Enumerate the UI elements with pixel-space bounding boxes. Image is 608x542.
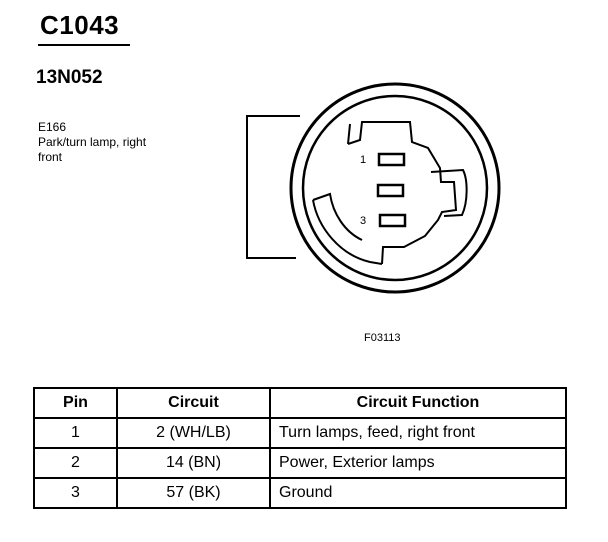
function-cell: Power, Exterior lamps xyxy=(269,447,567,479)
connector-shroud xyxy=(347,121,458,265)
connector-inner-ring xyxy=(301,94,489,282)
figure-reference: F03113 xyxy=(364,332,401,344)
connector-key-outer xyxy=(430,168,468,217)
pin-cell: 2 xyxy=(33,447,118,479)
function-cell: Turn lamps, feed, right front xyxy=(269,417,567,449)
terminal-cavity-1 xyxy=(377,152,406,167)
pin-cell: 3 xyxy=(33,477,118,509)
pin-label-1: 1 xyxy=(360,154,366,166)
circuit-cell: 14 (BN) xyxy=(116,447,271,479)
pin-label-3: 3 xyxy=(360,215,366,227)
pin-table: Pin Circuit Circuit Function 1 2 (WH/LB)… xyxy=(33,387,567,509)
connector-shroud-left-upper xyxy=(312,192,363,241)
title-underline xyxy=(38,44,130,46)
header-circuit-function: Circuit Function xyxy=(269,387,567,419)
description-line-2: Park/turn lamp, right xyxy=(38,135,147,149)
part-number: 13N052 xyxy=(36,67,103,88)
header-pin: Pin xyxy=(33,387,118,419)
component-description: E166 Park/turn lamp, right front xyxy=(38,120,146,165)
terminal-cavity-3 xyxy=(378,213,407,228)
pin-table-header-row: Pin Circuit Circuit Function xyxy=(33,387,567,419)
table-row: 3 57 (BK) Ground xyxy=(33,477,567,509)
circuit-cell: 2 (WH/LB) xyxy=(116,417,271,449)
table-row: 2 14 (BN) Power, Exterior lamps xyxy=(33,447,567,479)
connector-housing-tab xyxy=(246,115,300,259)
circuit-cell: 57 (BK) xyxy=(116,477,271,509)
description-line-1: E166 xyxy=(38,120,67,134)
connector-shroud-left xyxy=(312,199,383,265)
pin-cell: 1 xyxy=(33,417,118,449)
terminal-cavity-2 xyxy=(376,183,405,198)
table-row: 1 2 (WH/LB) Turn lamps, feed, right fron… xyxy=(33,417,567,449)
function-cell: Ground xyxy=(269,477,567,509)
header-circuit: Circuit xyxy=(116,387,271,419)
connector-id: C1043 xyxy=(40,10,120,40)
description-line-3: front xyxy=(38,150,63,164)
